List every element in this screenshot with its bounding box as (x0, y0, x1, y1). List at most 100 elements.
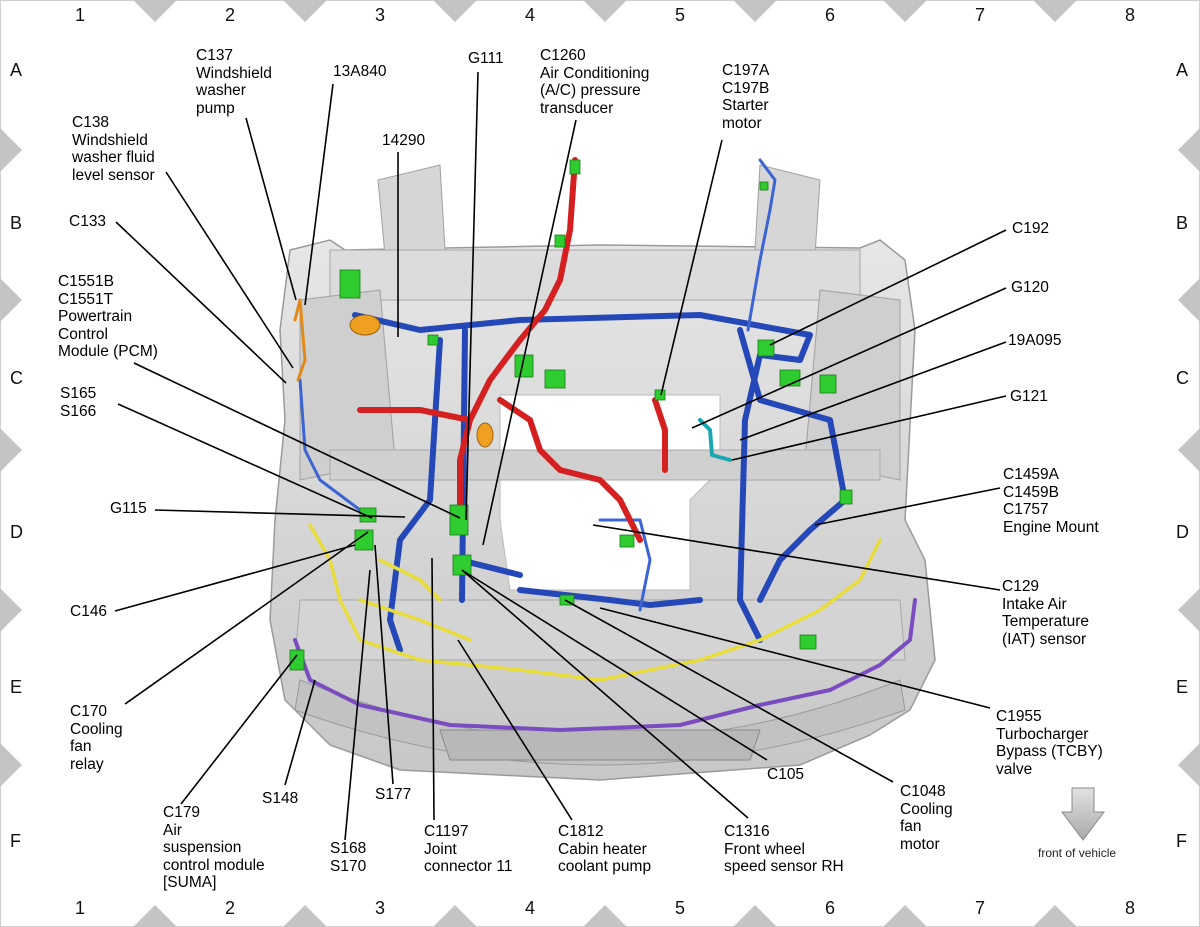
callout-line: G111 (468, 50, 504, 67)
grid-row-label-C: C (1176, 368, 1189, 388)
callout-s177: S177 (375, 786, 411, 804)
grid-row-label-B: B (10, 213, 23, 233)
callout-line: C1551T (58, 290, 114, 308)
callout-line: C1551B (58, 273, 115, 290)
callout-line: C1757 (1003, 501, 1049, 518)
border-diamond (133, 905, 177, 927)
callout-line: C146 (70, 603, 108, 620)
callout-line: motor (722, 114, 762, 132)
grid-row-label-F: F (10, 831, 21, 851)
callout-line: C1316 (724, 823, 770, 840)
callout-line: 14290 (382, 132, 426, 149)
callout-line: C137 (196, 47, 234, 64)
callout-g111: G111 (468, 50, 504, 68)
border-diamond (0, 588, 22, 632)
callout-line: Cabin heater (558, 840, 647, 858)
callout-c133: C133 (69, 213, 106, 231)
callout-s148: S148 (262, 790, 298, 808)
callout-line: washer (196, 82, 246, 99)
grid-column-label-8: 8 (1125, 5, 1136, 25)
callout-c105: C105 (767, 766, 804, 784)
grid-row-label-E: E (10, 677, 23, 697)
grid-column-label-6: 6 (825, 5, 836, 25)
callout-line: C1459B (1003, 483, 1060, 501)
callout-line: connector 11 (424, 858, 513, 875)
leader-line-s148 (284, 679, 316, 786)
border-diamond (283, 905, 327, 927)
connector-block (544, 369, 566, 389)
callout-line: C197B (722, 79, 770, 97)
callout-line: 19A095 (1008, 332, 1062, 349)
leader-line-c137 (245, 117, 297, 301)
border-diamond (133, 0, 177, 22)
border-diamond (0, 428, 22, 472)
leader-line-c1197 (431, 557, 435, 821)
callout-line: Air (163, 821, 182, 839)
callout-line: fan (70, 738, 92, 755)
callout-line: C1048 (900, 783, 946, 800)
grid-row-label-D: D (1176, 522, 1189, 542)
callout-line: valve (996, 760, 1033, 778)
callout-line: S165 (60, 385, 97, 402)
callout-line: Intake Air (1002, 595, 1067, 613)
connector-block (339, 269, 361, 299)
callout-line: relay (70, 755, 104, 773)
border-diamond (1178, 128, 1200, 172)
leader-line-s177 (374, 544, 394, 785)
callout-line: C170 (70, 703, 108, 720)
grid-column-label-2: 2 (225, 898, 236, 918)
leader-line-c170 (124, 531, 369, 705)
border-diamond (433, 905, 477, 927)
callout-line: C133 (69, 213, 107, 230)
grid-row-label-C: C (10, 368, 23, 388)
grid-column-label-4: 4 (525, 5, 536, 25)
callout-line: C1459A (1003, 466, 1060, 483)
leader-line-g111 (465, 71, 479, 521)
callout-13a840: 13A840 (333, 63, 386, 81)
callout-line: S166 (60, 402, 97, 420)
border-diamond (1178, 428, 1200, 472)
grid-row-label-F: F (1176, 831, 1187, 851)
grid-row-label-A: A (10, 60, 23, 80)
connector-block (554, 234, 566, 248)
cowl-panel (329, 249, 861, 301)
harness-red-main (357, 157, 668, 543)
callout-line: Front wheel (724, 840, 805, 858)
grid-column-label-1: 1 (75, 898, 86, 918)
callout-line: C129 (1002, 578, 1040, 595)
leader-line-c105 (464, 571, 768, 761)
border-diamond (733, 0, 777, 22)
connector-block (354, 529, 374, 551)
callout-line: [SUMA] (163, 874, 217, 891)
border-diamond (0, 743, 22, 787)
leader-line-13a840 (304, 83, 334, 306)
callout-line: Engine Mount (1003, 518, 1099, 536)
callout-line: C197A (722, 62, 770, 79)
border-diamond (433, 0, 477, 22)
callout-line: speed sensor RH (724, 858, 844, 875)
grid-row-label-A: A (1176, 60, 1189, 80)
callout-line: C1260 (540, 47, 586, 64)
leader-line-c1459 (814, 487, 1001, 526)
grid-column-label-7: 7 (975, 5, 986, 25)
connector-block (559, 594, 575, 606)
callout-line: Windshield (72, 131, 148, 149)
callout-line: S168 (330, 840, 367, 857)
callout-c192: C192 (1012, 220, 1049, 238)
callout-line: Starter (722, 97, 769, 114)
grid-column-label-7: 7 (975, 898, 986, 918)
connector-block (839, 489, 853, 505)
callout-line: Temperature (1002, 613, 1090, 630)
grid-column-label-5: 5 (675, 898, 686, 918)
grid-row-label-D: D (10, 522, 23, 542)
